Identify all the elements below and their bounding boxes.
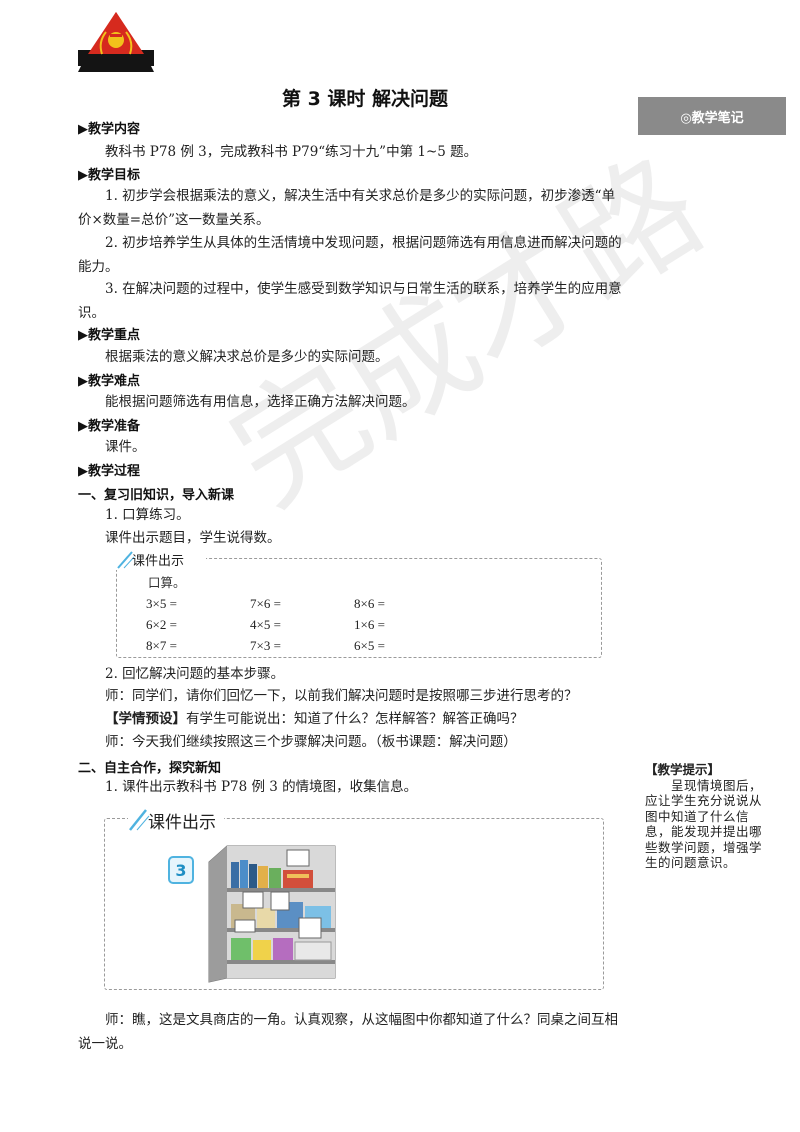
teaching-tip: 【教学提示】 呈现情境图后，应让学生充分说说从图中知道了什么信息，能发现并提出哪… bbox=[645, 762, 763, 871]
oral-calc-subtitle: 口算。 bbox=[148, 575, 186, 590]
school-logo bbox=[78, 10, 154, 72]
prep-heading: ▶教学准备 bbox=[78, 419, 140, 434]
key-text: 根据乘法的意义解决求总价是多少的实际问题。 bbox=[105, 349, 389, 365]
calc-item: 6×2 = bbox=[146, 617, 177, 632]
preset-label: 【学情预设】 bbox=[105, 711, 186, 727]
process-heading: ▶教学过程 bbox=[78, 464, 140, 479]
calc-item: 3×5 = bbox=[146, 596, 177, 611]
prep-text: 课件。 bbox=[105, 439, 146, 455]
goals-heading: ▶教学目标 bbox=[78, 168, 140, 183]
step-2: 2. 回忆解决问题的基本步骤。 bbox=[105, 666, 285, 682]
teacher-line-2: 师：今天我们继续按照这三个步骤解决问题。（板书课题：解决问题） bbox=[105, 734, 517, 750]
oral-calc-label: 课件出示 bbox=[132, 554, 185, 569]
scene-image-box bbox=[104, 818, 604, 990]
slash-icon bbox=[129, 809, 150, 831]
scene-label: 课件出示 bbox=[148, 813, 216, 833]
difficulty-text: 能根据问题筛选有用信息，选择正确方法解决问题。 bbox=[105, 394, 416, 410]
goal-2: 2. 初步培养学生从具体的生活情境中发现问题，根据问题筛选有用信息进而解决问题的… bbox=[78, 235, 622, 275]
teaching-notes-tab: ◎教学笔记 bbox=[638, 97, 786, 135]
calc-item: 4×5 = bbox=[250, 617, 281, 632]
content-heading: ▶教学内容 bbox=[78, 122, 140, 137]
calc-item: 7×3 = bbox=[250, 638, 281, 653]
slash-icon bbox=[117, 551, 135, 569]
goal-1: 1. 初步学会根据乘法的意义，解决生活中有关求总价是多少的实际问题，初步渗透“单… bbox=[78, 188, 616, 228]
teacher-line-3: 师：瞧，这是文具商店的一角。认真观察，从这幅图中你都知道了什么？同桌之间互相说一… bbox=[78, 1012, 618, 1052]
calc-item: 8×6 = bbox=[354, 596, 385, 611]
part2-step-1: 1. 课件出示教科书 P78 例 3 的情境图，收集信息。 bbox=[105, 779, 418, 795]
content-text: 教科书 P78 例 3，完成教科书 P79“练习十九”中第 1~5 题。 bbox=[105, 144, 478, 160]
calc-item: 6×5 = bbox=[354, 638, 385, 653]
key-heading: ▶教学重点 bbox=[78, 328, 140, 343]
difficulty-heading: ▶教学难点 bbox=[78, 374, 140, 389]
teaching-tip-text: 呈现情境图后，应让学生充分说说从图中知道了什么信息，能发现并提出哪些数学问题，增… bbox=[645, 777, 763, 871]
step-1: 1. 口算练习。 bbox=[105, 507, 190, 523]
part1-heading: 一、复习旧知识，导入新课 bbox=[78, 488, 235, 503]
oral-calc-box bbox=[116, 558, 602, 658]
calc-item: 8×7 = bbox=[146, 638, 177, 653]
page-title: 第 3 课时 解决问题 bbox=[281, 88, 449, 110]
calc-item: 1×6 = bbox=[354, 617, 385, 632]
scene-label-bg: 课件出示 bbox=[128, 806, 224, 833]
example-number-badge: 3 bbox=[168, 856, 194, 884]
part2-heading: 二、自主合作，探究新知 bbox=[78, 761, 222, 776]
preset-line: 【学情预设】有学生可能说出：知道了什么？怎样解答？解答正确吗？ bbox=[105, 707, 524, 731]
oral-calc-label-bg: 课件出示 bbox=[116, 548, 206, 570]
preset-text: 有学生可能说出：知道了什么？怎样解答？解答正确吗？ bbox=[186, 711, 524, 727]
stationery-shelf-illustration bbox=[207, 842, 339, 988]
teacher-line-1: 师：同学们，请你们回忆一下，以前我们解决问题时是按照哪三步进行思考的？ bbox=[105, 688, 578, 704]
step-1-text: 课件出示题目，学生说得数。 bbox=[105, 530, 281, 546]
goal-3: 3. 在解决问题的过程中，使学生感受到数学知识与日常生活的联系，培养学生的应用意… bbox=[78, 281, 622, 321]
teaching-tip-title: 【教学提示】 bbox=[645, 762, 721, 777]
calc-item: 7×6 = bbox=[250, 596, 281, 611]
